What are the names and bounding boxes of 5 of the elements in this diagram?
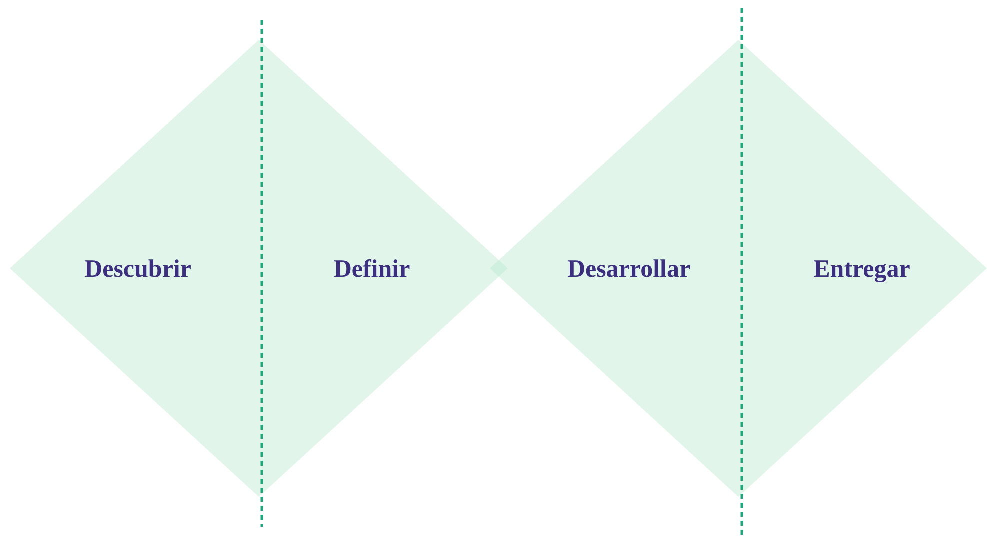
phase-label: Descubrir <box>84 256 192 284</box>
phase-label: Desarrollar <box>567 256 691 284</box>
phase-label: Definir <box>334 256 410 284</box>
phase-diamond <box>490 40 987 497</box>
phase-label: Entregar <box>814 256 910 284</box>
